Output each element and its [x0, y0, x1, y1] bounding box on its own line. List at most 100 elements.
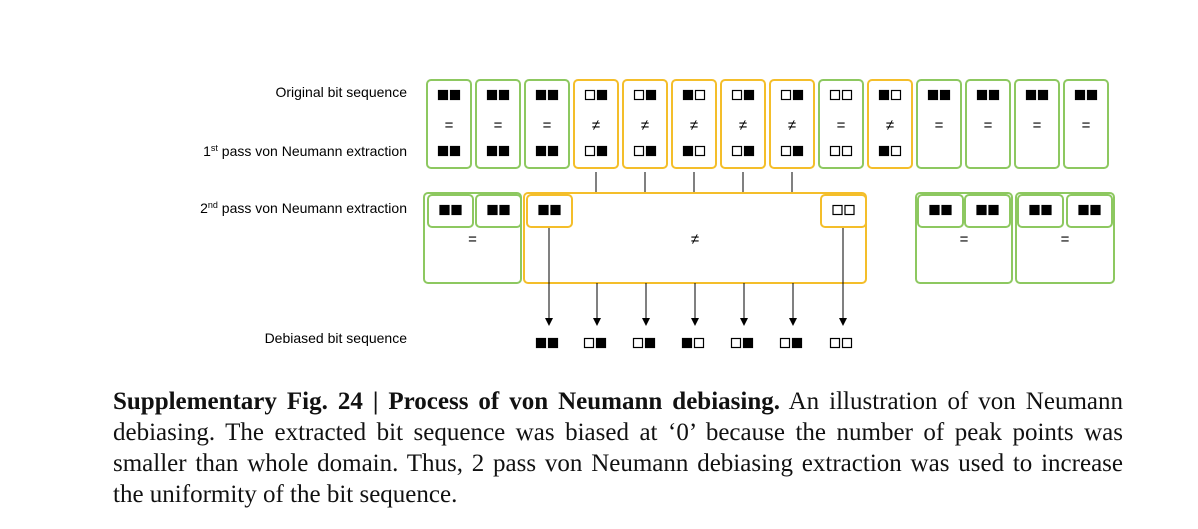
bit-one: [681, 337, 693, 349]
bit-one: [437, 145, 449, 157]
bit-one: [596, 145, 608, 157]
first-pass-bit-pair: [633, 145, 657, 157]
original-bit-pair: [1025, 89, 1049, 101]
bit-one: [927, 89, 939, 101]
debiased-bit-pair: [779, 337, 803, 349]
bit-zero: [633, 89, 645, 101]
bit-one: [486, 145, 498, 157]
comparison-symbol: =: [935, 117, 944, 134]
first-pass-column: ≠: [867, 79, 913, 169]
second-pass-bit-pair: [439, 204, 462, 216]
debiased-bit-pair: [681, 337, 705, 349]
second-pass-pair-frame: [1017, 194, 1064, 228]
bit-one: [976, 89, 988, 101]
comparison-symbol: =: [1061, 231, 1070, 248]
first-pass-column: =: [426, 79, 472, 169]
bit-zero: [584, 145, 596, 157]
bit-zero: [693, 337, 705, 349]
label-second-pass: 2nd pass von Neumann extraction: [200, 200, 407, 216]
bit-one: [535, 145, 547, 157]
von-neumann-diagram: Original bit sequence 1st pass von Neuma…: [200, 79, 1115, 349]
debiased-bit-pair: [829, 337, 853, 349]
bit-one: [1086, 89, 1098, 101]
bit-one: [547, 145, 559, 157]
comparison-symbol: ≠: [739, 117, 747, 134]
bit-one: [1029, 204, 1040, 216]
second-pass-groups: = ≠ = =: [423, 192, 1115, 284]
bit-zero: [829, 145, 841, 157]
bit-zero: [633, 145, 645, 157]
bit-one: [682, 145, 694, 157]
bit-one: [792, 145, 804, 157]
first-pass-column: ≠: [671, 79, 717, 169]
column-frame: [965, 79, 1011, 169]
bit-one: [682, 89, 694, 101]
bit-zero: [694, 145, 706, 157]
comparison-symbol: =: [468, 231, 477, 248]
first-pass-column: ≠: [573, 79, 619, 169]
original-bit-pair: [878, 89, 902, 101]
bit-one: [976, 204, 987, 216]
bit-one: [791, 337, 803, 349]
original-bit-pair: [780, 89, 804, 101]
original-bit-pair: [486, 89, 510, 101]
bit-one: [499, 204, 510, 216]
comparison-symbol: =: [837, 117, 846, 134]
first-pass-bit-pair: [731, 145, 755, 157]
first-pass-column: =: [818, 79, 864, 169]
bit-zero: [841, 145, 853, 157]
original-bit-pair: [633, 89, 657, 101]
original-bit-pair: [731, 89, 755, 101]
caption-body: An illustration of von Neumann debiasing…: [113, 388, 1123, 508]
first-pass-column: =: [1014, 79, 1060, 169]
first-pass-bit-pair: [878, 145, 902, 157]
first-pass-column: ≠: [769, 79, 815, 169]
bit-one: [547, 89, 559, 101]
comparison-symbol: =: [543, 117, 552, 134]
comparison-symbol: =: [984, 117, 993, 134]
bit-one: [939, 89, 951, 101]
label-debiased-sequence: Debiased bit sequence: [265, 330, 408, 346]
column-frame: [916, 79, 962, 169]
comparison-symbol: ≠: [690, 117, 698, 134]
bit-zero: [694, 89, 706, 101]
bit-zero: [583, 337, 595, 349]
bit-one: [988, 204, 999, 216]
first-pass-column: =: [965, 79, 1011, 169]
bit-zero: [730, 337, 742, 349]
second-pass-pair-frame: [1066, 194, 1113, 228]
second-pass-bit-pair: [538, 204, 561, 216]
bit-zero: [780, 89, 792, 101]
bit-one: [595, 337, 607, 349]
second-pass-bit-pair: [929, 204, 952, 216]
second-pass-bit-pair: [1029, 204, 1052, 216]
first-pass-bit-pair: [682, 145, 706, 157]
second-pass-group: =: [915, 192, 1013, 284]
bit-one: [550, 204, 561, 216]
second-pass-group: =: [423, 192, 522, 284]
bit-one: [487, 204, 498, 216]
comparison-symbol: ≠: [641, 117, 649, 134]
first-pass-column: =: [475, 79, 521, 169]
bit-zero: [832, 204, 843, 216]
comparison-symbol: =: [445, 117, 454, 134]
second-pass-bit-pair: [976, 204, 999, 216]
comparison-symbol: ≠: [691, 231, 699, 248]
bit-one: [988, 89, 1000, 101]
second-pass-bit-pair: [832, 204, 855, 216]
first-pass-column: ≠: [720, 79, 766, 169]
second-pass-pair-frame: [427, 194, 474, 228]
bit-one: [449, 89, 461, 101]
bit-zero: [841, 89, 853, 101]
bit-one: [878, 89, 890, 101]
second-pass-pair-frame: [526, 194, 573, 228]
bit-one: [538, 204, 549, 216]
first-pass-columns: ===≠≠≠≠≠=≠====: [426, 79, 1109, 169]
extraction-arrows: [545, 228, 847, 326]
debiased-bit-pair: [535, 337, 559, 349]
bit-one: [1041, 204, 1052, 216]
bit-one: [486, 89, 498, 101]
original-bit-pair: [976, 89, 1000, 101]
first-pass-bit-pair: [829, 145, 853, 157]
bit-one: [743, 145, 755, 157]
